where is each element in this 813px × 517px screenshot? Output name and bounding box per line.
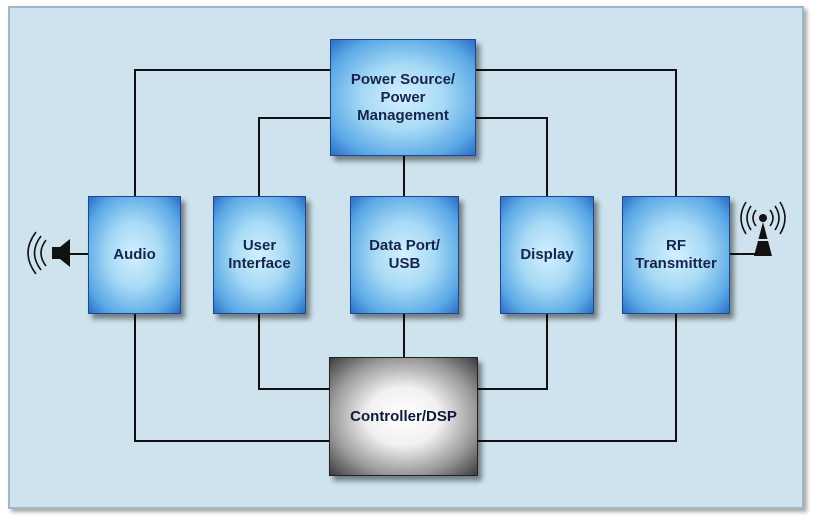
user-interface-block: User Interface — [213, 196, 306, 314]
rf-transmitter-block: RF Transmitter — [622, 196, 730, 314]
wire-audio-controller — [134, 314, 329, 442]
controller-dsp-block: Controller/DSP — [329, 357, 478, 476]
power-management-block: Power Source/ Power Management — [330, 39, 476, 156]
antenna-icon — [740, 201, 786, 256]
wire-rf-controller — [478, 314, 677, 442]
display-block: Display — [500, 196, 594, 314]
speaker-icon — [27, 231, 70, 275]
wire-power-audio — [134, 69, 330, 196]
audio-block: Audio — [88, 196, 181, 314]
wire-power-display — [476, 117, 548, 196]
data-port-usb-block: Data Port/ USB — [350, 196, 459, 314]
wire-display-controller — [478, 314, 548, 390]
wire-ui-controller — [258, 314, 329, 390]
wire-power-ui — [258, 117, 330, 196]
wire-power-rf — [476, 69, 677, 196]
